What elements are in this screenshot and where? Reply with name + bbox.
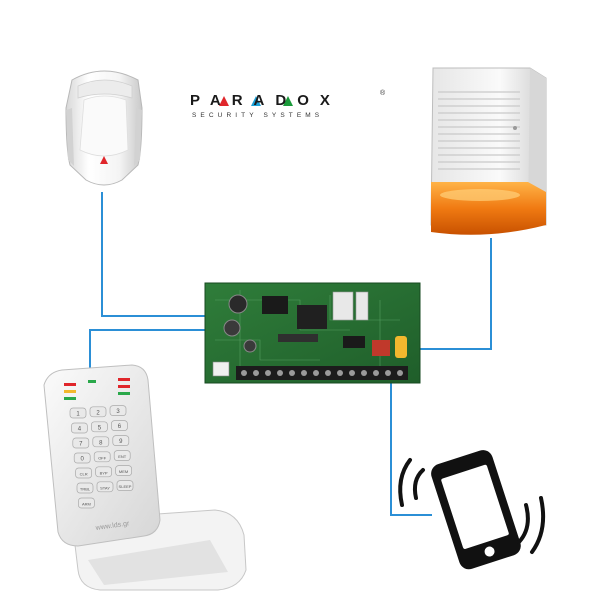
keypad-key: [75, 467, 92, 479]
keypad-key-label: 5: [98, 425, 102, 431]
keypad-key: [109, 405, 127, 416]
keypad-key-label: ARM: [82, 502, 91, 507]
keypad-key: [113, 450, 131, 461]
keypad-key-label: STAY: [100, 485, 110, 490]
keypad-key-label: SLEEP: [119, 484, 132, 489]
vibration-icon: [398, 458, 546, 554]
motion-detector: [65, 70, 143, 186]
led-indicator-icon: [100, 156, 108, 164]
keypad-key: [72, 437, 90, 449]
keypad-key: [111, 420, 128, 431]
keypad-key-label: 4: [78, 427, 82, 433]
keypad-key: [73, 452, 91, 464]
wire-panel-phone: [390, 383, 432, 516]
green-triangle-icon: [283, 96, 293, 106]
red-triangle-icon: [219, 96, 229, 106]
keypad-key-label: OFF: [98, 455, 107, 460]
keypad-key: [115, 465, 132, 476]
keypad-keys: 1 2 3 4 5 6 7 8 9 0 OFF ENT CLR BYP MEM TRBL STAY SLEEP AR…: [69, 405, 134, 509]
keypad-key: [69, 407, 87, 419]
wire-siren-panel: [420, 238, 492, 350]
keypad-url-text: www.lds.gr: [94, 520, 130, 532]
keypad-key: [76, 482, 94, 494]
wiring: [89, 192, 492, 516]
keypad-key-label: MEM: [119, 469, 128, 474]
keypad-key-label: 0: [81, 457, 85, 463]
keypad-key-label: ENT: [118, 454, 127, 459]
phone-screen: [441, 464, 509, 549]
keypad: 1 2 3 4 5 6 7 8 9 0 OFF ENT CLR BYP MEM TRBL STAY SLEEP AR…: [43, 364, 247, 591]
keypad-key: [78, 497, 95, 509]
wire-detector-panel: [101, 192, 205, 317]
brand-tagline: SECURITY SYSTEMS: [192, 112, 324, 119]
registered-mark: ®: [380, 90, 386, 97]
keypad-key-label: CLR: [80, 472, 88, 477]
keypad-key: [112, 435, 130, 446]
keypad-key-label: TRBL: [80, 487, 91, 492]
keypad-key-label: 2: [96, 410, 100, 416]
status-leds: [64, 378, 130, 400]
keypad-key: [91, 421, 108, 433]
keypad-key-label: 8: [99, 440, 103, 446]
keypad-key: [89, 406, 107, 418]
keypad-key-label: 7: [79, 442, 83, 448]
control-panel-board: [204, 282, 421, 384]
terminal-block: [236, 366, 408, 380]
outdoor-siren: [430, 67, 547, 235]
keypad-key: [71, 422, 88, 434]
keypad-key-label: 9: [119, 439, 123, 445]
wire-keypad-panel: [89, 329, 205, 378]
blue-triangle-icon: [251, 96, 261, 106]
phone-home-button: [484, 546, 495, 557]
keypad-key-label: 3: [116, 409, 120, 415]
brand-logo-accents: [219, 96, 293, 106]
keypad-key-label: BYP: [100, 470, 108, 475]
brand-logo: PARADOX ® SECURITY SYSTEMS: [190, 90, 390, 126]
smartphone: [398, 450, 546, 570]
keypad-key: [93, 451, 111, 463]
keypad-key: [96, 481, 114, 493]
keypad-key: [92, 436, 110, 448]
brand-name: PARADOX: [190, 92, 341, 109]
keypad-key: [95, 466, 112, 478]
keypad-key-label: 1: [76, 412, 80, 418]
keypad-key-label: 6: [118, 424, 122, 430]
keypad-key: [116, 480, 134, 491]
